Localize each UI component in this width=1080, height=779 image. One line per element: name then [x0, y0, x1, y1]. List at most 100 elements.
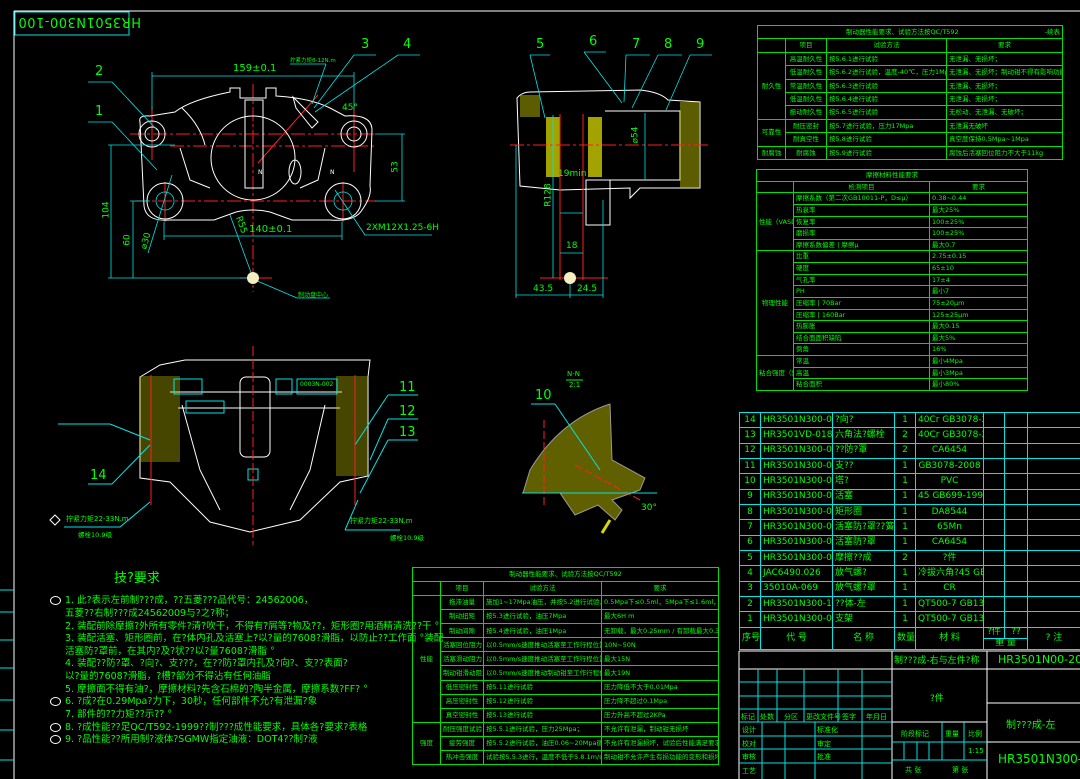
requirement-item: 2. 装配前除摩擦?外所有零件?清?吹干，不得有?屑等?物及??，矩形圈?用酒精… — [50, 621, 439, 634]
callout-12: 12 — [399, 404, 416, 419]
callout-7: 7 — [632, 37, 641, 52]
requirement-text: 五菱??右制???成24562009与?之?称； — [65, 607, 235, 619]
callout-6: 6 — [589, 34, 598, 49]
tb-header-sign: 签字 — [842, 713, 856, 721]
requirement-item: 以?量的7608?滑脂，?槽?部分不得沾有任何油脂 — [50, 671, 410, 684]
part-number: 2 — [739, 596, 761, 613]
part-number: 7 — [739, 519, 761, 536]
part-name: 支架 — [832, 611, 895, 628]
table-row: 粘合面积最小80% — [757, 378, 1028, 391]
requirement-item: 6. ?成?在0.29Mpa?力下，30秒，任何部件不允?有泄漏?象 — [50, 696, 410, 709]
parts-header-row-2: 重 量 — [740, 637, 1080, 651]
part-code: HR3501N300-005 — [760, 504, 833, 521]
callout-11: 11 — [399, 380, 416, 395]
item-cell: 低温耐久性 — [785, 91, 827, 107]
inspection-symbol-icon — [50, 596, 61, 606]
callout-5: 5 — [536, 37, 545, 52]
requirement-cell: 制动钳不允许产生有损功能的变形和损坏，整个试验过程不允许有泄漏现象； — [600, 749, 720, 766]
requirement-item: 5. 摩擦面不得有油?，摩擦材料?先含石棉的?陶半金属，摩擦系数?FF? ° — [50, 684, 410, 697]
table-row: 振动耐久性按5.6.5进行试验无松动、无泄漏、无破坏； — [758, 105, 1064, 120]
tech-requirements-title: 技?要求 — [114, 571, 160, 586]
bottom-stamp-text: 0003N-002 — [300, 381, 334, 388]
note-disc-center: 制动盘中心 — [298, 292, 329, 299]
tb-header-zone: 分区 — [784, 713, 798, 721]
tb-role-design: 设计 — [742, 726, 756, 734]
tb-weight-label: 重量 — [945, 730, 959, 738]
requirement-text: 活塞防?罩前，在其内?及?状??以?量7608?滑脂 ° — [65, 645, 275, 657]
tb-sheet: 第 张 — [952, 766, 969, 774]
table-row: 热冲击强度试验按5.5.3进行，温度不低于5.8.1m/s，试验次数205次制动… — [413, 749, 720, 766]
requirement-item: 五菱??右制???成24562009与?之?称； — [50, 608, 410, 621]
part-name: 放气螺? — [832, 565, 895, 582]
requirement-cell: 无泄漏、无损坏； — [945, 51, 1064, 67]
tb-scale-label: 比例 — [968, 730, 982, 738]
header-remark: ? 注 — [1027, 626, 1080, 651]
table-row: 性能（VASD C4.4）摩擦系数（第二次GB10011-P，D≤μ）0.38~… — [756, 192, 1028, 252]
part-name: 制???成-左 — [1006, 720, 1056, 731]
table-row: 热衰率最大25% — [757, 203, 1028, 217]
table-title-text: 制动器性能要求、试验方法按QC/T592 — [845, 27, 959, 36]
part-code: HR3501N300-004 — [760, 519, 833, 536]
callout-3: 3 — [361, 37, 370, 52]
requirement-text: 4. 装配??防?罩、?向?、支???，在??防?罩内孔及?向?、支??表面? — [65, 658, 348, 670]
left-margin-grid — [0, 589, 14, 761]
tb-role-standard: 标准化 — [817, 726, 838, 734]
requirement-text: 2. 装配前除摩擦?外所有零件?清?吹干，不得有?屑等?物及??，矩形圈?用酒精… — [65, 620, 440, 632]
technical-requirements: 技?要求 1. 此?表示左前制???成，??五菱???品代号：24562006，… — [50, 570, 443, 747]
tb-header-count: 处数 — [760, 713, 774, 721]
item-cell: 振动耐久性 — [785, 105, 827, 120]
side-section-view — [510, 51, 712, 298]
section-nn-title: N-N — [567, 370, 580, 378]
requirement-text: 9. ?品性能??所用制?液体?SGMW指定油液：DOT4??制?液 — [65, 734, 318, 746]
part-code: HR3501N300-101 — [760, 596, 833, 613]
tb-role-ratify: 批准 — [817, 753, 831, 761]
table-row: 真空密封性按5.13进行试验压力升高不超过2KPa — [413, 707, 720, 723]
section-nn-angle: 30° — [641, 503, 657, 513]
part-code: JAC6490.026 — [760, 565, 833, 582]
requirement-text: 以?量的7608?滑脂，?槽?部分不得沾有任何油脂 — [65, 671, 271, 683]
group-label: 粘合强度（剪切） — [756, 355, 794, 391]
section-mark-n-right: N — [330, 169, 335, 176]
group-label: 强度 — [412, 721, 441, 766]
requirement-item: 1. 此?表示左前制???成，??五菱???品代号：24562006， — [50, 595, 410, 608]
inspection-symbol-icon — [50, 722, 61, 732]
table-title-suffix: -续表 — [1044, 27, 1061, 36]
requirement-text: 5. 摩擦面不得有油?，摩擦材料?先含石棉的?陶半金属，摩擦系数?FF? ° — [65, 683, 368, 695]
requirement-text: 1. 此?表示左前制???成，??五菱???品代号：24562006， — [65, 595, 314, 607]
part-name: 放气螺?罩 — [832, 580, 895, 598]
method-cell: 试验按5.5.3进行，温度不低于5.8.1m/s，试验次数205次 — [483, 749, 602, 766]
tb-scale: 1:15 — [968, 747, 984, 755]
table-header-row: 检测项目要求 — [756, 180, 1028, 194]
tb-sheets: 共 张 — [905, 766, 922, 774]
tb-header-change-doc: 更改文件号 — [806, 713, 841, 721]
requirement-cell: 16% — [929, 343, 1028, 356]
table-row: 常温耐久性按5.6.3进行试验无泄漏、无损坏； — [758, 78, 1064, 93]
callout-2: 2 — [95, 64, 104, 79]
bottom-view — [49, 346, 418, 545]
part-type: ?件 — [930, 694, 944, 704]
tb-role-process: 工艺 — [742, 767, 756, 775]
parts-header-row: 序号代 号名 称数量材 料?件??? 注 — [739, 626, 1080, 651]
part-number: 8 — [739, 504, 761, 521]
tb-stage-label: 阶段标记 — [901, 730, 929, 738]
callout-13: 13 — [399, 425, 416, 440]
part-material: QT500-7 GB1348-2009 — [915, 611, 984, 628]
requirement-text: 6. ?成?在0.29Mpa?力下，30秒，任何部件不允?有泄漏?象 — [65, 696, 318, 708]
header-weight: 重 量 — [983, 637, 1028, 651]
method-cell: 按5.6.5进行试验 — [826, 105, 947, 120]
